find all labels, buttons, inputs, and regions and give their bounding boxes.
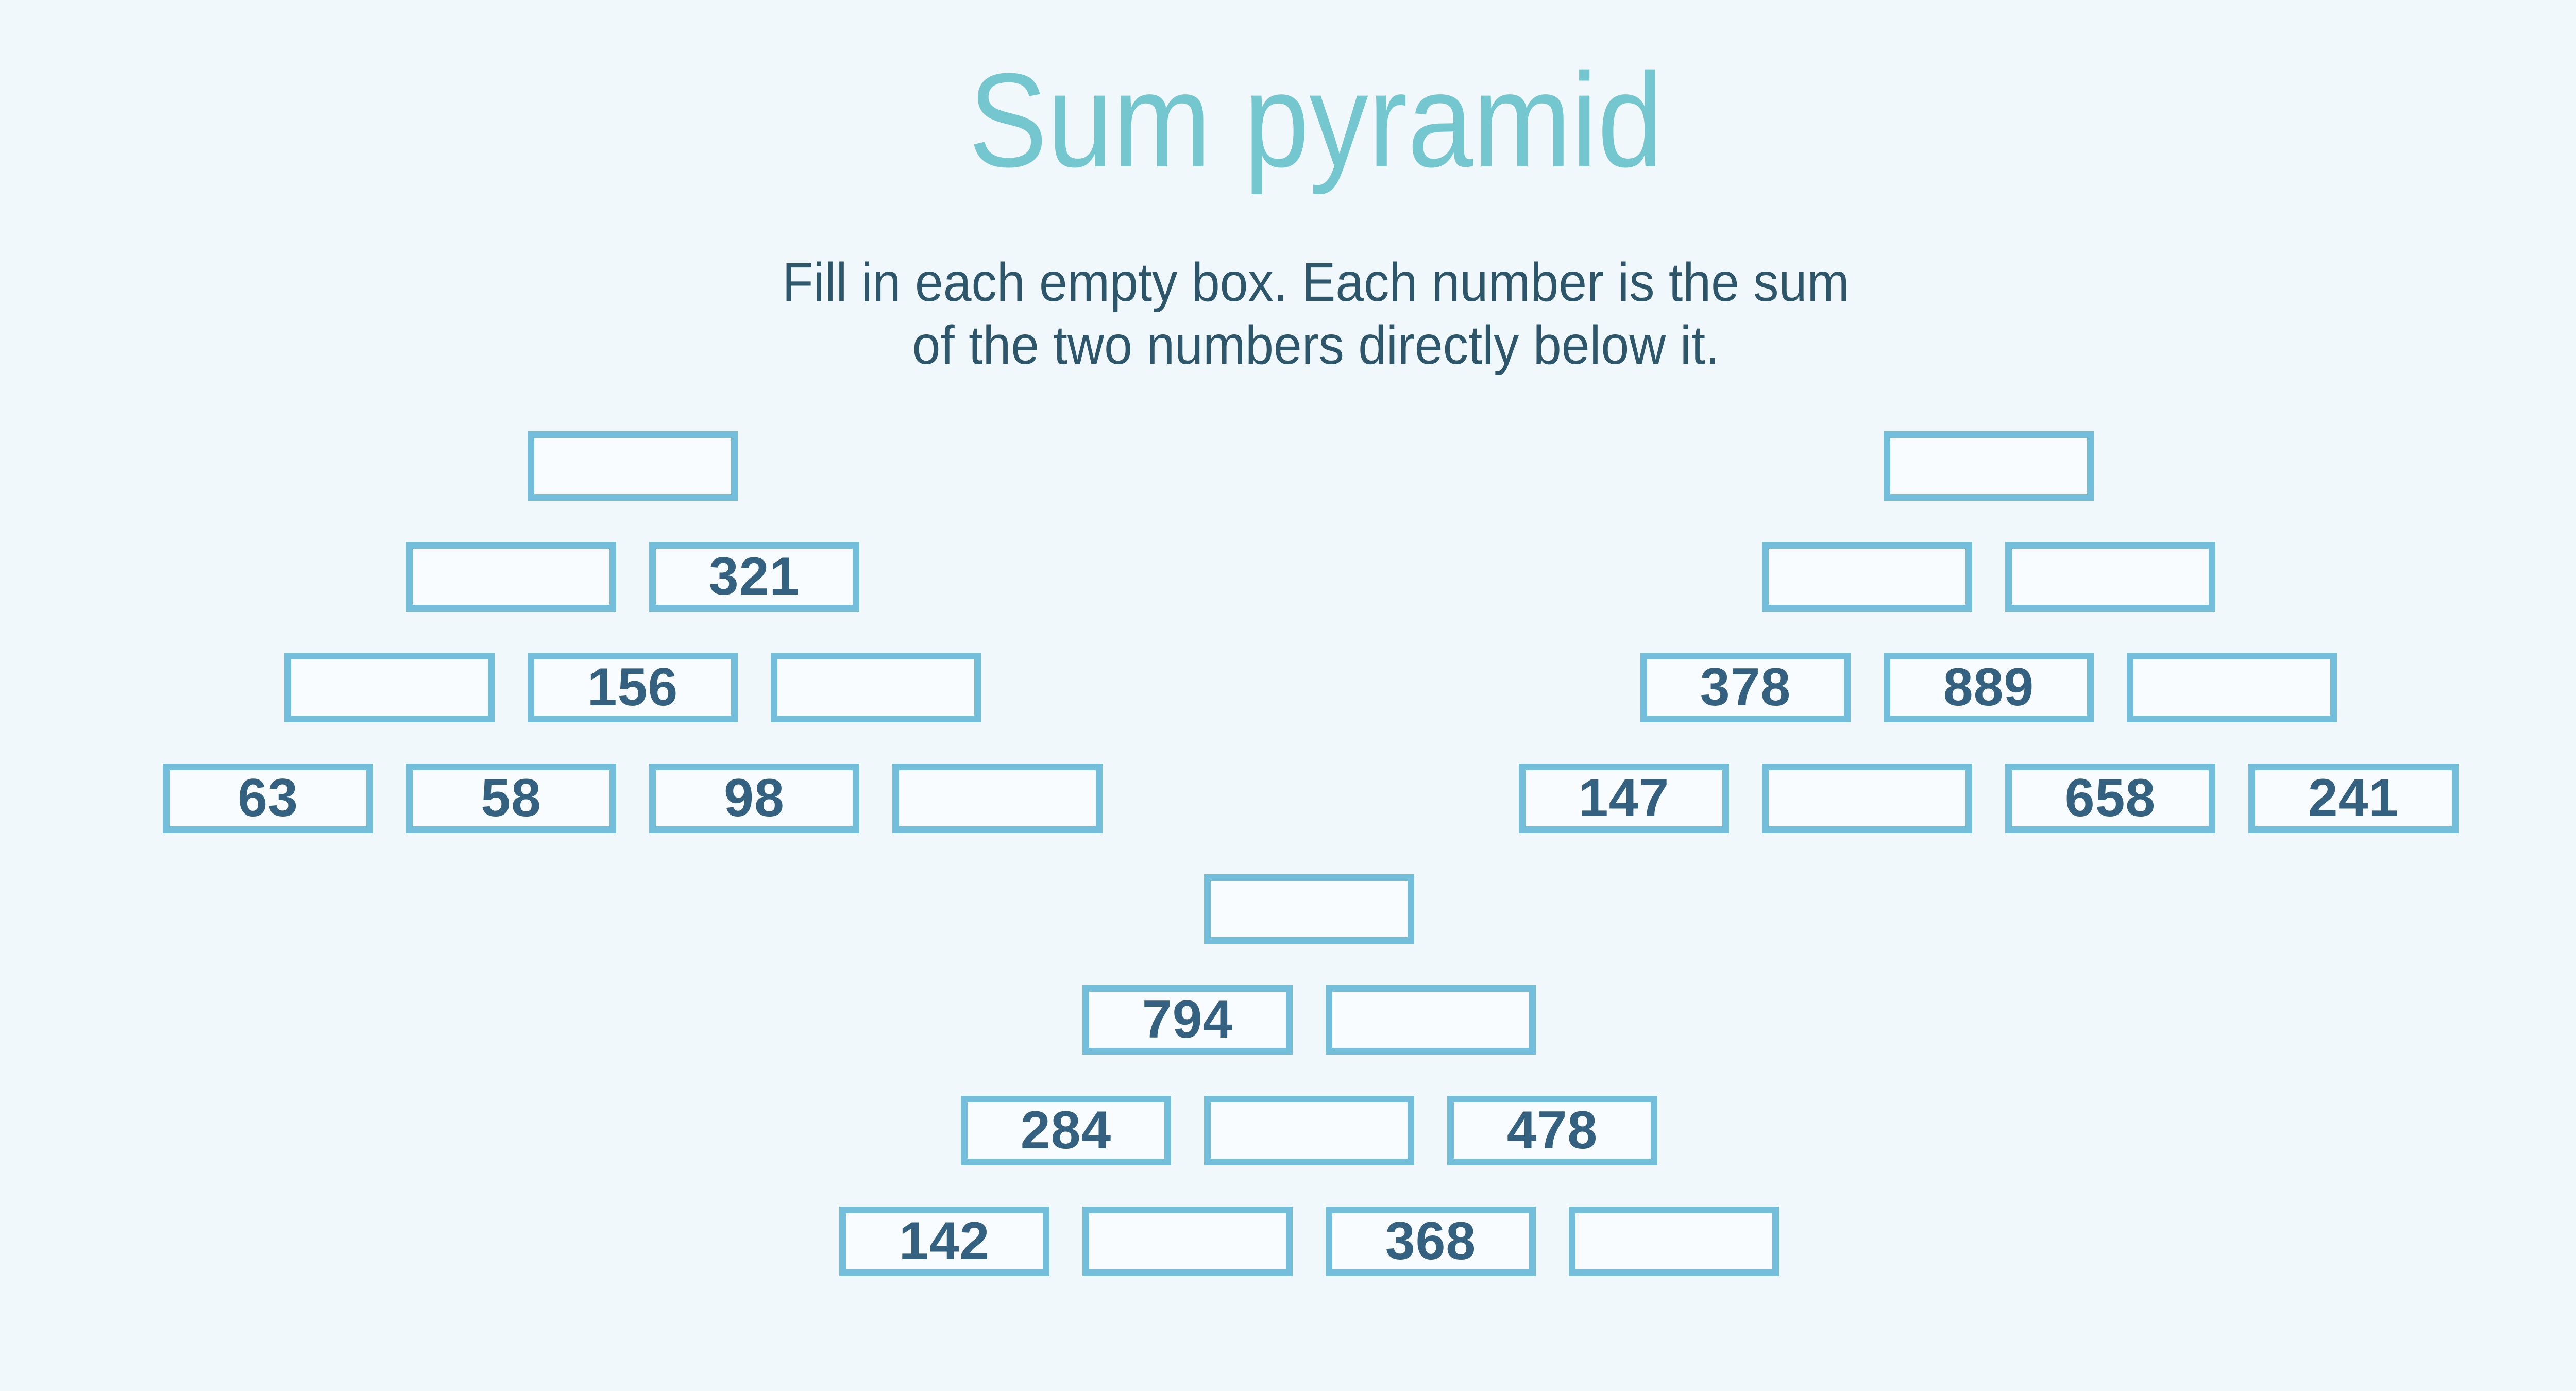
box-center-r4c2[interactable] (1082, 1207, 1293, 1276)
pyramid-right-row-4: 147 658 241 (1519, 764, 2459, 833)
pyramid-left-row-1 (528, 431, 738, 501)
box-right-r4c1: 147 (1519, 764, 1729, 833)
instructions: Fill in each empty box. Each number is t… (92, 251, 2539, 377)
box-right-r2c1[interactable] (1762, 542, 1972, 612)
pyramid-left: 321 156 63 58 98 (163, 431, 1103, 833)
pyramid-left-row-3: 156 (284, 653, 981, 722)
box-left-r1c1[interactable] (528, 431, 738, 501)
box-right-r3c2: 889 (1884, 653, 2094, 722)
box-center-r2c1: 794 (1082, 985, 1293, 1055)
box-left-r3c3[interactable] (771, 653, 981, 722)
box-center-r4c4[interactable] (1569, 1207, 1779, 1276)
box-right-r2c2[interactable] (2005, 542, 2215, 612)
box-center-r4c3: 368 (1326, 1207, 1536, 1276)
pyramid-center-row-4: 142 368 (839, 1207, 1779, 1276)
box-left-r4c3: 98 (649, 764, 859, 833)
box-right-r4c4: 241 (2248, 764, 2459, 833)
box-left-r2c1[interactable] (406, 542, 616, 612)
box-right-r3c1: 378 (1640, 653, 1851, 722)
pyramid-left-row-2: 321 (406, 542, 859, 612)
box-left-r4c4[interactable] (892, 764, 1103, 833)
pyramid-center: 794 284 478 142 368 (839, 874, 1779, 1276)
pyramid-right-row-1 (1884, 431, 2094, 501)
pyramid-right: 378 889 147 658 241 (1519, 431, 2459, 833)
box-right-r4c2[interactable] (1762, 764, 1972, 833)
pyramid-center-row-3: 284 478 (961, 1096, 1657, 1165)
box-left-r4c2: 58 (406, 764, 616, 833)
box-right-r3c3[interactable] (2127, 653, 2337, 722)
box-right-r1c1[interactable] (1884, 431, 2094, 501)
pyramid-center-row-2: 794 (1082, 985, 1536, 1055)
box-center-r3c1: 284 (961, 1096, 1171, 1165)
box-center-r3c2[interactable] (1204, 1096, 1414, 1165)
box-left-r2c2: 321 (649, 542, 859, 612)
box-right-r4c3: 658 (2005, 764, 2215, 833)
box-left-r3c2: 156 (528, 653, 738, 722)
pyramid-left-row-4: 63 58 98 (163, 764, 1103, 833)
pyramid-center-row-1 (1204, 874, 1414, 944)
pyramid-right-row-2 (1762, 542, 2215, 612)
box-left-r3c1[interactable] (284, 653, 495, 722)
box-center-r1c1[interactable] (1204, 874, 1414, 944)
box-center-r3c3: 478 (1447, 1096, 1657, 1165)
page-title: Sum pyramid (969, 46, 1663, 195)
pyramid-right-row-3: 378 889 (1640, 653, 2337, 722)
instructions-line-2: of the two numbers directly below it. (912, 315, 1720, 376)
box-left-r4c1: 63 (163, 764, 373, 833)
box-center-r4c1: 142 (839, 1207, 1049, 1276)
instructions-line-1: Fill in each empty box. Each number is t… (782, 252, 1850, 313)
box-center-r2c2[interactable] (1326, 985, 1536, 1055)
